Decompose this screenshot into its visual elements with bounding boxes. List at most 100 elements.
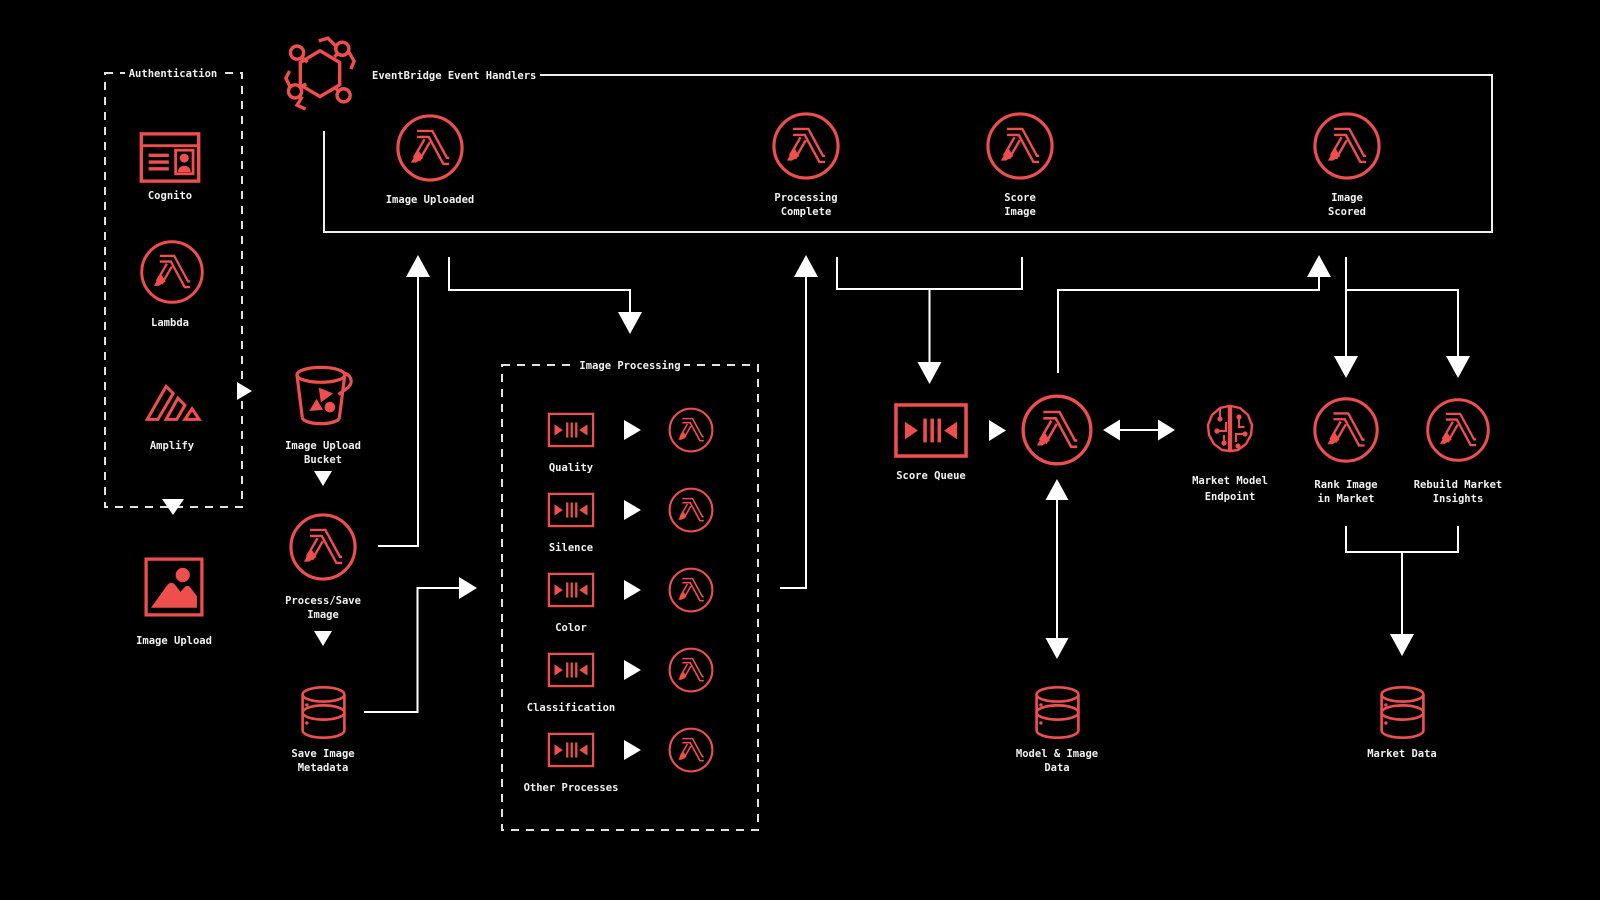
image-processing-label: Image Processing [579,360,680,372]
model-image-data-label-line1: Model & Image [1016,748,1098,760]
node-rebuild-insights: Rebuild Market Insights [1414,400,1502,505]
node-processing-complete: Processing Complete [774,114,838,218]
lambda-icon [1428,400,1489,461]
quality-label: Quality [549,462,594,474]
rebuild-insights-label-line2: Insights [1433,493,1484,505]
line-process-to-image-uploaded [378,277,419,547]
node-market-data: Market Data [1367,685,1437,760]
lambda-icon [670,729,713,772]
connectors [162,255,1470,713]
save-metadata-label-line2: Metadata [298,762,349,774]
image-upload-label: Image Upload [136,635,212,647]
authentication-group: Authentication [104,66,243,508]
arrow-bucket-to-process [314,471,332,486]
database-icon [1035,685,1080,740]
row-quality: Quality [547,409,713,474]
arrow-auth-to-image-upload [162,499,184,515]
node-image-uploaded: Image Uploaded [386,116,475,206]
amplify-label: Amplify [150,440,195,452]
row-classification: Classification [527,649,713,714]
arrowhead-to-model-endpoint [1158,419,1175,441]
arrow-queue-to-score-lambda [989,420,1006,441]
score-queue-label: Score Queue [896,470,966,482]
lambda-icon [670,409,713,452]
node-score-queue: Score Queue [894,403,968,482]
row-arrow [624,580,641,600]
database-icon [1380,685,1425,740]
database-icon [301,685,346,740]
color-label: Color [555,622,587,634]
arrow-process-to-metadata [314,631,332,646]
queue-icon [547,652,595,688]
row-arrow [624,740,641,760]
lambda-icon [398,116,462,180]
line-metadata-to-processing [364,587,459,713]
other-processes-label: Other Processes [524,782,619,794]
arrowhead-rebuild-insights [1446,356,1470,378]
queue-icon [547,492,595,528]
ml-model-brain-icon [1206,404,1254,453]
line-score-lambda-to-image-scored [1057,277,1320,373]
node-score-image: Score Image [988,114,1052,218]
eventbridge-label: EventBridge Event Handlers [372,70,536,82]
classification-label: Classification [527,702,616,714]
line-processing-to-complete [780,277,807,589]
node-score-worker-lambda [1023,396,1091,464]
lambda-icon [670,489,713,532]
eventbridge-group: EventBridge Event Handlers [284,36,1493,233]
image-upload-icon [144,557,204,617]
lambda-icon [670,649,713,692]
lambda-icon [1023,396,1091,464]
rank-image-label-line2: in Market [1318,493,1375,505]
arrowhead-image-scored [1307,255,1331,277]
node-process-save-image: Process/Save Image [285,515,361,621]
row-color: Color [547,569,713,634]
authentication-label-mask [125,66,221,81]
authentication-label: Authentication [129,68,218,80]
arrowhead-up-score-lambda [1045,479,1069,500]
silence-label: Silence [549,542,593,554]
image-uploaded-label: Image Uploaded [386,194,475,206]
process-save-label-line2: Image [307,609,339,621]
lambda-icon [1315,114,1379,178]
line-rank-rebuild-bracket [1345,526,1459,553]
line-handlers-bracket [836,257,1023,290]
node-image-upload: Image Upload [136,557,212,647]
bucket-label-line2: Bucket [304,454,342,466]
score-image-label-line2: Image [1004,206,1036,218]
queue-icon [547,572,595,608]
processing-complete-label-line2: Complete [781,206,832,218]
node-auth-lambda: Lambda [142,242,203,329]
arrowhead-image-uploaded [406,255,430,277]
line-image-scored-to-rebuild [1346,289,1459,356]
arrowhead-image-processing [618,312,642,334]
image-scored-label-line1: Image [1331,192,1363,204]
save-metadata-label-line1: Save Image [291,748,354,760]
node-save-image-metadata: Save Image Metadata [291,685,355,774]
arrowhead-to-score-lambda [1103,419,1120,441]
lambda-label: Lambda [151,317,189,329]
row-other-processes: Other Processes [524,729,713,794]
lambda-icon [988,114,1052,178]
score-image-label-line1: Score [1004,192,1036,204]
arrowhead-rank-image [1334,356,1358,378]
arrowhead-processing-complete [794,255,818,277]
node-cognito: Cognito [139,132,201,202]
node-rank-image: Rank Image in Market [1314,399,1377,505]
market-model-label-line1: Market Model [1192,475,1268,487]
node-image-scored: Image Scored [1315,114,1379,218]
queue-icon [547,732,595,768]
node-model-image-data: Model & Image Data [1016,685,1098,774]
cognito-icon [139,132,201,183]
cognito-label: Cognito [148,190,192,202]
row-silence: Silence [547,489,713,554]
market-data-label: Market Data [1367,748,1437,760]
lambda-icon [291,515,355,579]
rank-image-label-line1: Rank Image [1314,479,1377,491]
processing-complete-label-line1: Processing [774,192,837,204]
line-image-uploaded-to-processing [448,257,631,312]
market-model-label-line2: Endpoint [1205,491,1256,503]
image-processing-group: Image Processing [501,358,759,831]
bucket-label-line1: Image Upload [285,440,361,452]
